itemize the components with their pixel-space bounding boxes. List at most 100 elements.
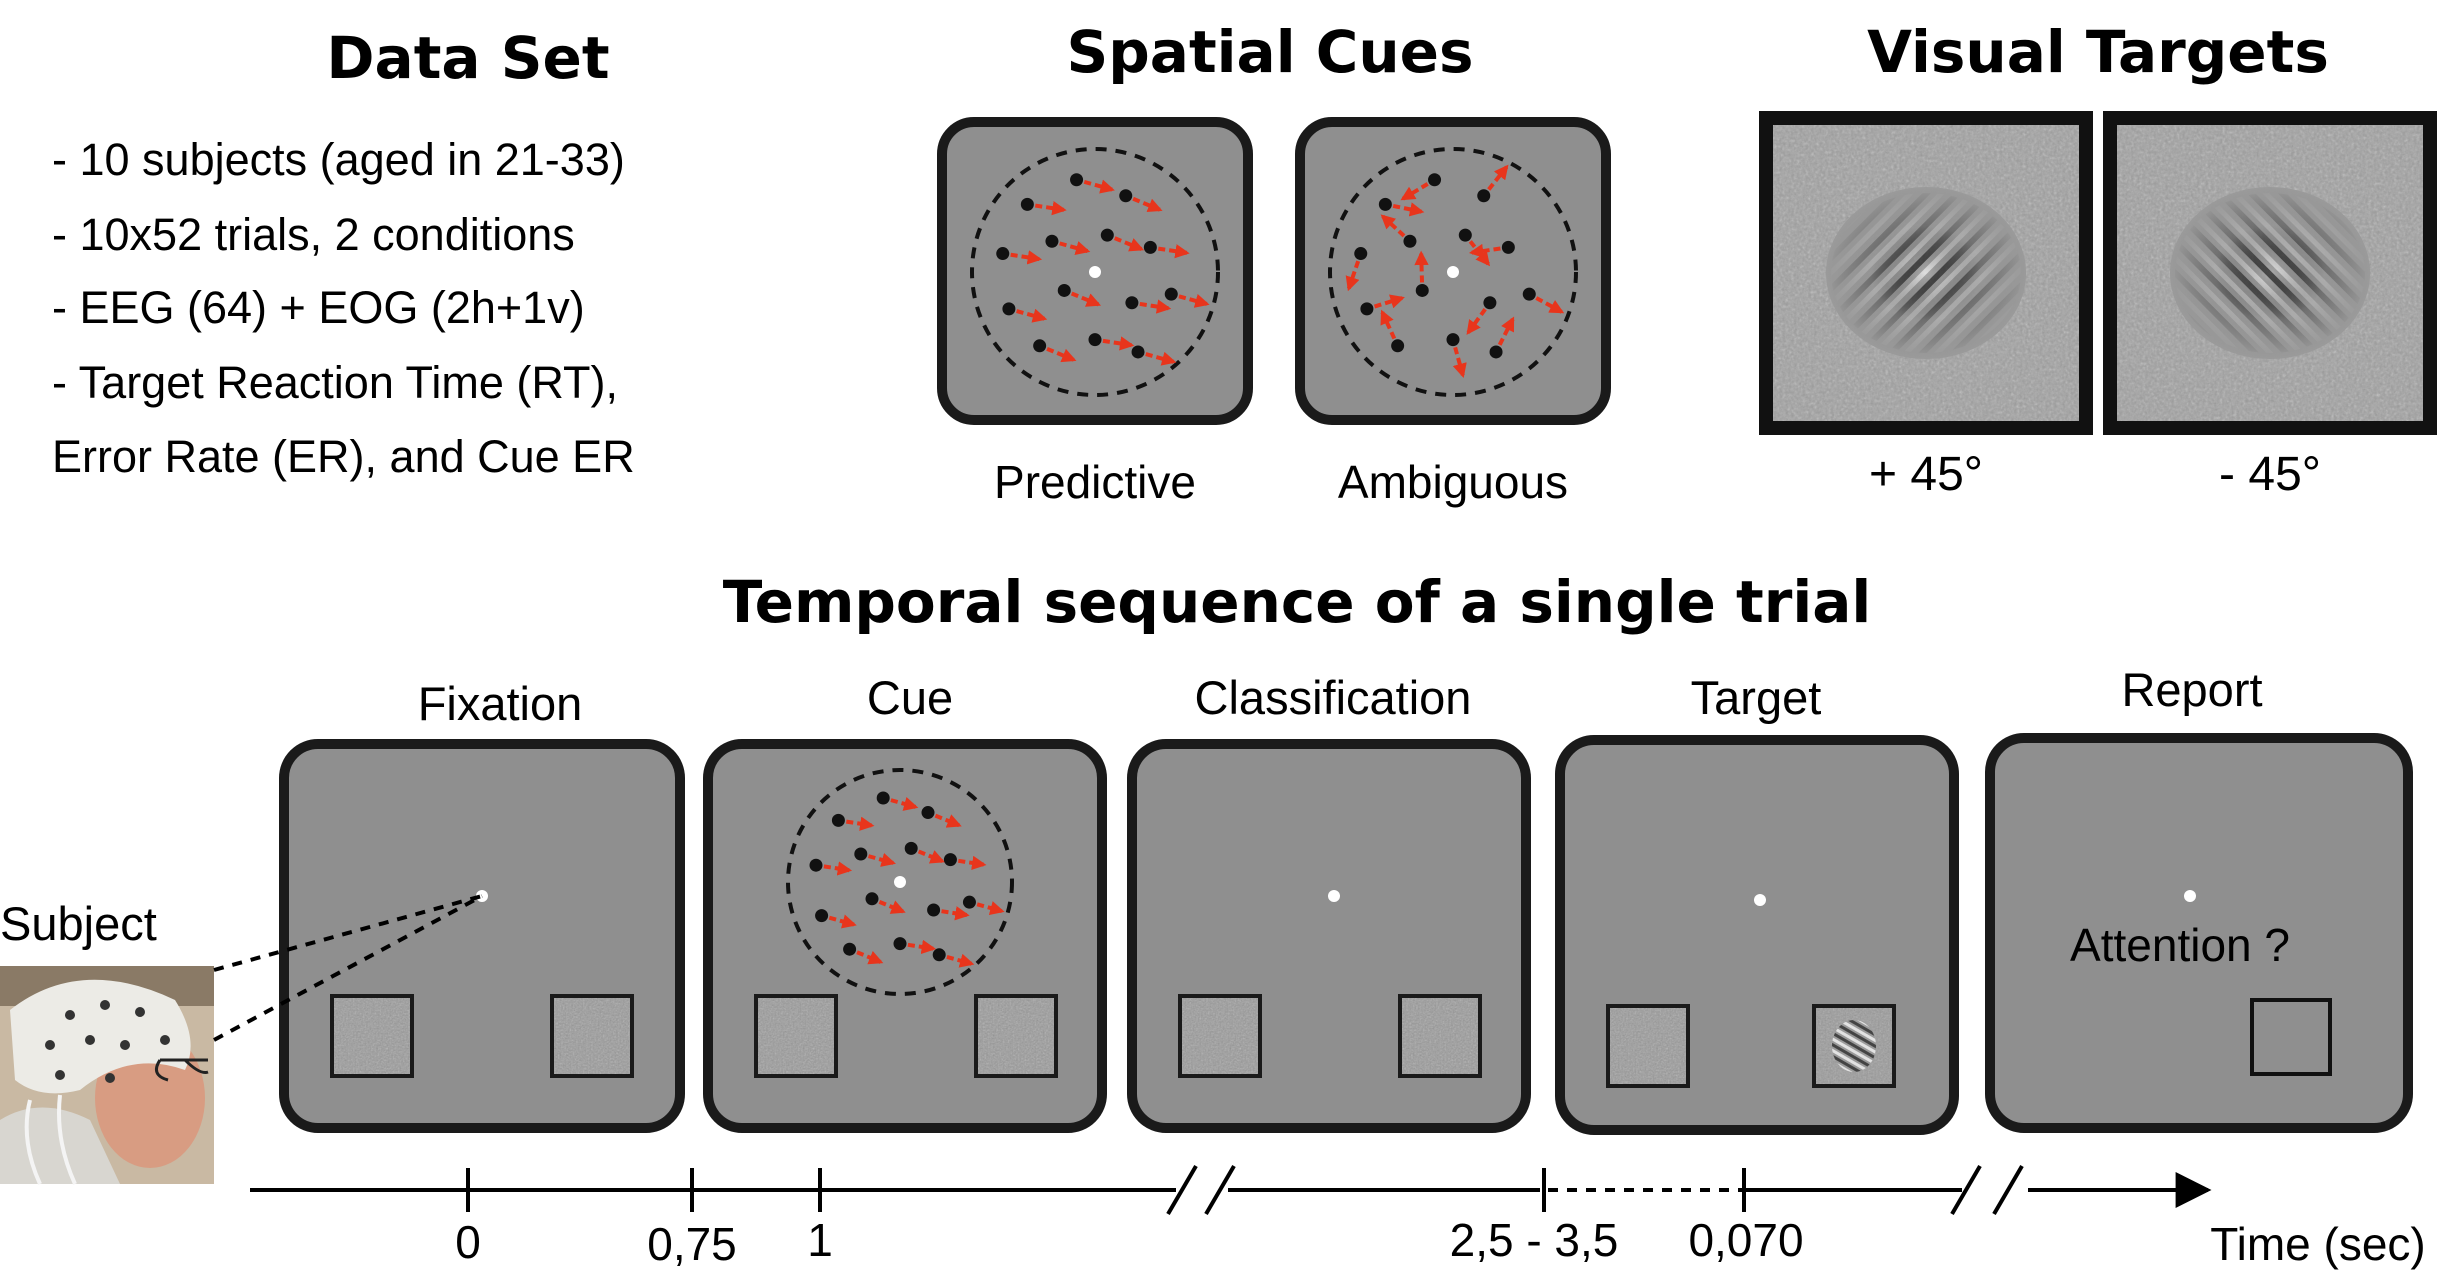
- moving-dot: [893, 937, 907, 951]
- motion-arrow: [1468, 243, 1501, 259]
- moving-dot: [831, 813, 845, 827]
- eeg-cap: [10, 979, 191, 1094]
- motion-arrow: [1139, 299, 1172, 314]
- stage-label-report: Report: [2121, 663, 2262, 716]
- gaze-line-lower: [213, 894, 483, 1042]
- moving-dot: [932, 948, 946, 962]
- right-noise: [554, 998, 630, 1074]
- motion-arrow: [1345, 260, 1361, 292]
- target-label-minus: - 45°: [2219, 448, 2321, 501]
- moving-dot: [1143, 240, 1157, 254]
- fixation-dot: [1754, 894, 1766, 906]
- motion-arrow: [1392, 202, 1425, 217]
- moving-dot: [1088, 333, 1102, 347]
- target-screen: [1555, 735, 1959, 1135]
- data-set-line: - 10 subjects (aged in 21-33): [52, 134, 625, 185]
- moving-dot: [921, 806, 935, 820]
- left-noise: [758, 998, 834, 1074]
- motion-arrow: [1414, 250, 1429, 283]
- moving-dot: [1477, 189, 1491, 203]
- moving-dot: [1489, 345, 1503, 359]
- axis-break-mark: [1204, 1164, 1236, 1216]
- motion-arrow: [907, 939, 937, 955]
- gaze-line-upper: [213, 894, 483, 972]
- motion-arrow: [828, 914, 857, 929]
- sequence-title: Temporal sequence of a single trial: [723, 568, 1871, 636]
- small-gabor: [1832, 1020, 1876, 1072]
- gabor-fade: [2170, 187, 2370, 359]
- moving-dot: [1360, 302, 1374, 316]
- moving-dot: [1100, 228, 1114, 242]
- stage-label-fixation: Fixation: [418, 677, 583, 730]
- data-set-list: - 10 subjects (aged in 21-33) - 10x52 tr…: [52, 134, 635, 482]
- electrode: [120, 1040, 130, 1050]
- motion-arrow: [1113, 236, 1145, 252]
- electrode: [160, 1035, 170, 1045]
- visual-targets-title: Visual Targets: [1867, 18, 2329, 86]
- motion-arrow: [1178, 293, 1210, 308]
- motion-arrow: [1535, 296, 1565, 314]
- moving-dot: [1002, 302, 1016, 316]
- motion-arrow: [1010, 250, 1043, 265]
- moving-dot: [1415, 283, 1429, 297]
- moving-dot: [962, 895, 976, 909]
- moving-dot: [815, 909, 829, 923]
- motion-arrow: [958, 855, 987, 871]
- time-axis-label: Time (sec): [2210, 1218, 2426, 1270]
- electrode: [100, 1000, 110, 1010]
- spatial-cues-title: Spatial Cues: [1067, 18, 1474, 86]
- target-plus-45: [1759, 111, 2093, 435]
- electrode: [105, 1073, 115, 1083]
- moving-dot: [1057, 283, 1071, 297]
- moving-dot: [1131, 345, 1145, 359]
- motion-arrow: [1046, 346, 1077, 363]
- screen-frame: [1985, 733, 2413, 1133]
- moving-dot: [1164, 287, 1178, 301]
- motion-arrow: [946, 953, 975, 968]
- report-question: Attention ?: [2070, 919, 2290, 971]
- subject-label: Subject: [0, 897, 157, 950]
- predictive-label: Predictive: [994, 456, 1196, 508]
- electrode: [65, 1010, 75, 1020]
- stage-label-classification: Classification: [1195, 671, 1472, 724]
- ambiguous-label: Ambiguous: [1338, 456, 1568, 508]
- target-frame: [2103, 111, 2437, 435]
- moving-dot: [854, 847, 868, 861]
- axis-break-mark: [1166, 1164, 1198, 1216]
- electrode: [55, 1070, 65, 1080]
- stage-label-target: Target: [1691, 671, 1822, 724]
- data-set-title: Data Set: [326, 24, 609, 92]
- report-response-box: [2250, 998, 2332, 1076]
- cue-boundary-ring: [786, 768, 1014, 996]
- motion-arrow: [1070, 291, 1102, 307]
- left-noise: [1182, 998, 1258, 1074]
- cue-screen: [703, 739, 1107, 1133]
- motion-arrow: [1034, 201, 1067, 216]
- motion-arrow: [917, 849, 945, 864]
- predictive-cue-stimulus: [970, 147, 1220, 397]
- motion-arrow: [1102, 336, 1135, 351]
- motion-arrow: [867, 852, 896, 867]
- left-noise: [1610, 1008, 1686, 1084]
- motion-arrow: [1132, 196, 1163, 213]
- motion-arrow: [1157, 244, 1190, 259]
- electrode: [135, 1007, 145, 1017]
- right-noise: [978, 998, 1054, 1074]
- motion-arrow: [1083, 179, 1115, 194]
- report-screen: Attention ?: [1985, 733, 2413, 1133]
- moving-dot: [1119, 189, 1133, 203]
- subject-photo: [0, 966, 214, 1185]
- tick-label: 2,5 - 3,5: [1450, 1214, 1619, 1266]
- motion-arrow: [1452, 346, 1467, 378]
- moving-dot: [1125, 296, 1139, 310]
- motion-arrow: [1497, 316, 1515, 346]
- moving-dot: [996, 247, 1010, 261]
- motion-arrow: [1145, 351, 1177, 366]
- fixation-dot: [1328, 890, 1340, 902]
- motion-arrow: [823, 861, 853, 876]
- target-frame: [1759, 111, 2093, 435]
- moving-dot: [1403, 234, 1417, 248]
- moving-dot: [1045, 234, 1059, 248]
- cue-boundary-ring: [970, 147, 1220, 397]
